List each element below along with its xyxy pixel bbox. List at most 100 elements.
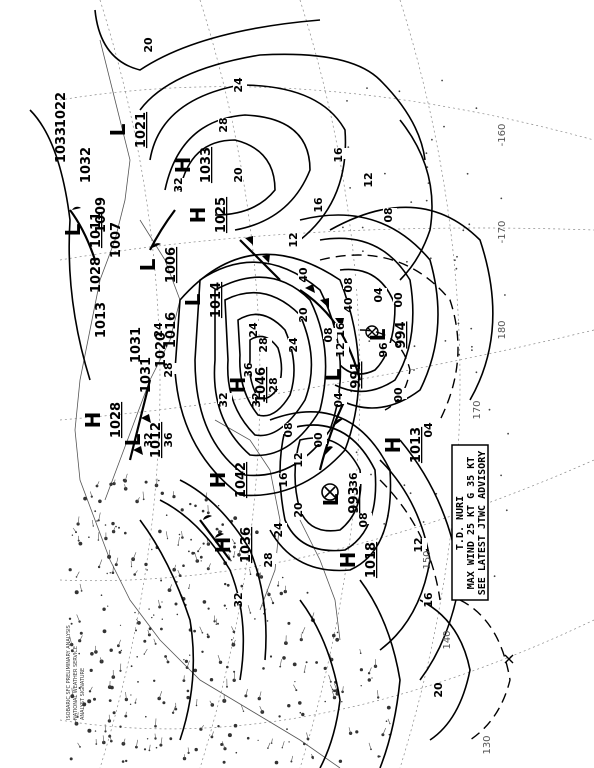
low-pressure-center: L 1014 (181, 282, 224, 318)
isobar-label: 24 (272, 522, 285, 538)
low-pressure-center: L 994 (366, 321, 409, 348)
pressure-value: 1028 (89, 257, 104, 293)
isobar-label: 36 (162, 432, 175, 448)
center-letter: L (61, 223, 85, 236)
high-pressure-center: H 1028 (81, 402, 124, 438)
center-pressure-value: 1046 (254, 367, 269, 403)
isobar-label: 32 (250, 392, 263, 407)
center-letter: H (81, 412, 105, 429)
center-pressure-value: 1006 (164, 247, 179, 283)
header-line-2: NATIONAL WEATHER SERVICE (73, 646, 79, 720)
center-pressure-value: 1025 (214, 197, 229, 233)
center-letter: L (106, 123, 130, 136)
isobar-label: 32 (232, 592, 245, 607)
isobar-label: 24 (247, 322, 260, 338)
center-letter: H (381, 437, 405, 454)
center-pressure-value: 994 (394, 321, 409, 348)
advisory-line-1: T.D. NURI (455, 496, 466, 550)
isobar-label: 00 (392, 387, 405, 403)
isobar-label: 16 (422, 592, 435, 608)
longitude-label: 140 (442, 630, 453, 649)
isobar-label: 24 (152, 322, 165, 338)
center-pressure-value: 991 (349, 361, 364, 388)
isobar-label: 20 (432, 682, 445, 698)
fronts (69, 206, 362, 561)
longitude-label: 170 (472, 400, 483, 419)
center-letter: L (321, 368, 345, 381)
center-pressure-value: 1028 (109, 402, 124, 438)
isobar-label: 28 (217, 117, 230, 132)
longitude-label: 150 (422, 550, 433, 569)
low-pressure-center: L 991 (321, 361, 364, 388)
center-pressure-value: 993 (347, 486, 362, 513)
pressure-value: 1007 (109, 222, 124, 258)
isobar-label: 20 (292, 502, 305, 518)
isobar-label: 08 (357, 512, 370, 527)
isobar-label: 28 (257, 337, 270, 352)
high-pressure-center: H 1042 (206, 462, 249, 498)
pressure-value: 1016 (164, 312, 179, 348)
isobar-label: 28 (267, 377, 280, 392)
low-pressure-center: L 1006 (136, 247, 179, 283)
isobar-label: 20 (142, 37, 155, 53)
longitude-label: 130 (482, 735, 493, 754)
isobar-label: 24 (287, 337, 300, 353)
pressure-value: 1031 (129, 327, 144, 363)
center-letter: H (186, 207, 210, 224)
station-plots (68, 79, 509, 765)
isobar-label: 04 (332, 392, 345, 408)
isobar-label: 32 (172, 177, 185, 192)
isobar-label: 32 (142, 432, 155, 447)
center-letter: L (121, 433, 145, 446)
isobar-label: 36 (242, 362, 255, 378)
low-pressure-center: L 1021 (106, 112, 149, 148)
isobar-label: 24 (232, 77, 245, 93)
isobar-label: 00 (392, 292, 405, 308)
center-letter: L (319, 493, 343, 506)
pressure-value: 1031 (139, 357, 154, 393)
center-pressure-value: 1033 (199, 147, 214, 183)
longitude-label: 180 (497, 320, 508, 339)
advisory-line-3: SEE LATEST JTWC ADVISORY (477, 451, 488, 596)
low-pressure-center: L 1012 (121, 422, 164, 458)
isobar-label: 04 (422, 422, 435, 438)
isobar-label: 16 (312, 197, 325, 213)
center-letter: L (181, 293, 205, 306)
pressure-value: 1032 (79, 147, 94, 183)
center-pressure-value: 1012 (149, 422, 164, 458)
isobar-label: 08 (322, 327, 335, 342)
center-pressure-value: 1011 (89, 212, 104, 248)
isobar-label: 00 (312, 432, 325, 448)
center-pressure-value: 1021 (134, 112, 149, 148)
pressure-value: 1009 (94, 197, 109, 233)
isobar-label: 08 (342, 277, 355, 292)
low-pressure-center: L 993 (319, 486, 362, 513)
isobar-label: 32 (217, 392, 230, 407)
low-center-marks (321, 325, 514, 664)
isobar-label: 08 (282, 422, 295, 437)
pressure-value: 1033 (54, 127, 69, 163)
center-pressure-value: 1042 (234, 462, 249, 498)
center-letter: H (206, 472, 230, 489)
isobar-label: 96 (377, 342, 390, 358)
header-line-1: ISOBARIC SFC PRELIMINARY ANALYSIS (66, 625, 72, 720)
center-letter: L (366, 328, 390, 341)
isobar-label: 08 (382, 207, 395, 222)
isobar-label: 04 (372, 287, 385, 303)
coastline (74, 39, 341, 768)
center-pressure-value: 1014 (209, 282, 224, 318)
storm-advisory-box: T.D. NURI MAX WIND 25 KT G 35 KT SEE LAT… (451, 444, 489, 601)
isobar-label: 12 (292, 452, 305, 467)
isobar-label: 12 (362, 172, 375, 187)
low-pressure-center: L 1011 (61, 212, 104, 248)
dashed-isobars (319, 254, 511, 741)
center-pressure-value: 1036 (239, 527, 254, 563)
center-letter: L (136, 258, 160, 271)
isobar-label: 28 (262, 552, 275, 567)
isobar-label: 16 (332, 147, 345, 163)
